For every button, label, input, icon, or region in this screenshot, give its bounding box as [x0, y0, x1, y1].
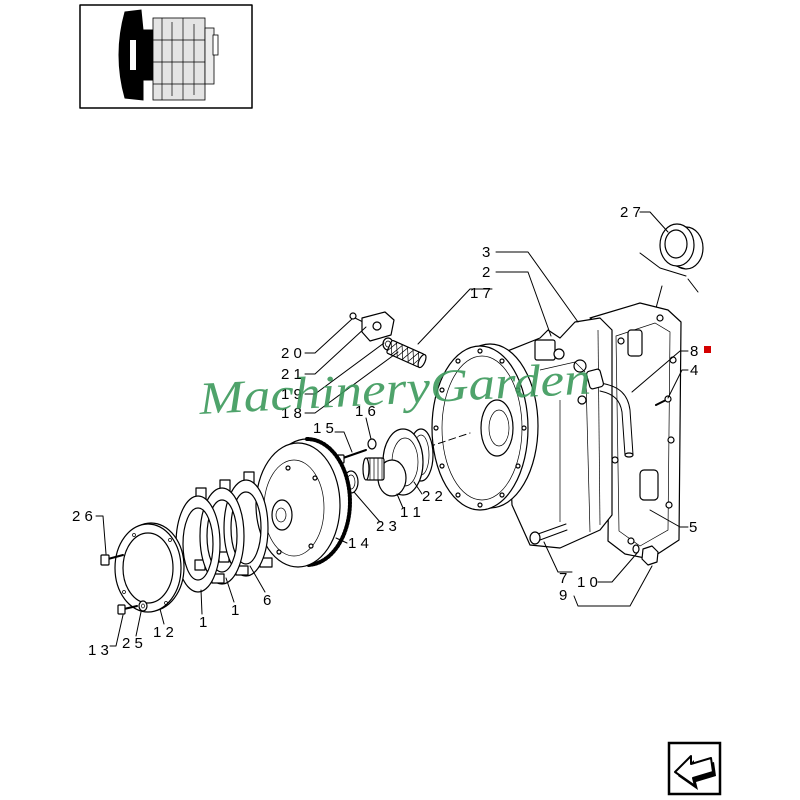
leader-8	[631, 350, 689, 393]
leader-7	[543, 541, 573, 573]
leader-27	[639, 211, 669, 233]
part-9-10-plug	[632, 544, 659, 566]
thumbnail-locator[interactable]	[79, 4, 253, 109]
callout-7[interactable]: 7	[559, 570, 567, 587]
callout-3[interactable]: 3	[482, 244, 490, 261]
callout-20[interactable]: 2 0	[281, 345, 302, 362]
callout-21[interactable]: 2 1	[281, 366, 302, 383]
next-page-button[interactable]	[667, 741, 722, 796]
leader-18	[304, 351, 399, 414]
leader-17	[417, 288, 493, 345]
callout-23[interactable]: 2 3	[376, 518, 397, 535]
leader-14	[335, 537, 348, 544]
callout-12[interactable]: 1 2	[153, 624, 174, 641]
leader-13	[109, 614, 124, 647]
callout-8[interactable]: 8	[690, 343, 698, 360]
callout-2[interactable]: 2	[482, 264, 490, 281]
callout-14[interactable]: 1 4	[348, 535, 369, 552]
part-11-pump	[362, 428, 424, 497]
callout-6[interactable]: 6	[263, 592, 271, 609]
callout-19[interactable]: 1 9	[281, 386, 302, 403]
leader-10	[597, 551, 639, 583]
part-26-bolt	[100, 554, 124, 566]
part-4-bolt	[655, 395, 672, 406]
callout-8-marker	[704, 346, 711, 353]
callout-1-rear[interactable]: 1	[231, 602, 239, 619]
callout-18[interactable]: 1 8	[281, 405, 302, 422]
leader-25	[135, 611, 142, 637]
leader-1-front	[200, 589, 203, 615]
callout-25[interactable]: 2 5	[122, 635, 143, 652]
leader-11	[396, 493, 404, 509]
leader-19	[304, 342, 385, 395]
callout-1-front[interactable]: 1	[199, 614, 207, 631]
part-27-cap	[639, 223, 704, 309]
part-14-torque-converter	[255, 437, 352, 568]
leader-21	[304, 326, 367, 375]
callout-13[interactable]: 1 3	[88, 642, 109, 659]
part-20-screw	[349, 312, 364, 323]
transmission-housing	[431, 302, 682, 560]
leader-20	[304, 318, 353, 354]
callout-27[interactable]: 2 7	[620, 204, 641, 221]
callout-11[interactable]: 1 1	[400, 504, 421, 521]
leader-16	[365, 417, 372, 440]
callout-9[interactable]: 9	[559, 587, 567, 604]
leader-9	[573, 565, 653, 607]
part-16-o-ring	[367, 438, 377, 450]
leader-2	[495, 271, 552, 337]
part-12-ring	[114, 522, 185, 613]
callout-16[interactable]: 1 6	[355, 403, 376, 420]
part-21-filter-head	[361, 311, 395, 342]
leader-15	[334, 431, 353, 453]
part-8-pipe	[585, 368, 634, 458]
leader-1-rear	[225, 577, 235, 603]
leader-4	[667, 369, 689, 399]
callout-22[interactable]: 2 2	[422, 488, 443, 505]
leader-6	[249, 565, 266, 593]
callout-26[interactable]: 2 6	[72, 508, 93, 525]
callout-4[interactable]: 4	[690, 362, 698, 379]
arrow-icon	[674, 755, 716, 790]
callout-10[interactable]: 1 0	[577, 574, 598, 591]
part-13-bolt	[117, 604, 138, 615]
callout-17[interactable]: 1 7	[470, 285, 491, 302]
part-17-filter-element	[386, 340, 427, 369]
leader-12	[159, 608, 165, 625]
leader-23	[353, 491, 381, 523]
leader-5	[649, 509, 689, 528]
leader-3	[495, 251, 579, 323]
part-25-washer	[138, 600, 148, 612]
center-axis-line	[427, 432, 471, 448]
leader-26	[95, 515, 107, 555]
part-7-bolt	[529, 523, 568, 545]
callout-15[interactable]: 1 5	[313, 420, 334, 437]
callout-5[interactable]: 5	[689, 519, 697, 536]
leader-22	[413, 481, 423, 495]
